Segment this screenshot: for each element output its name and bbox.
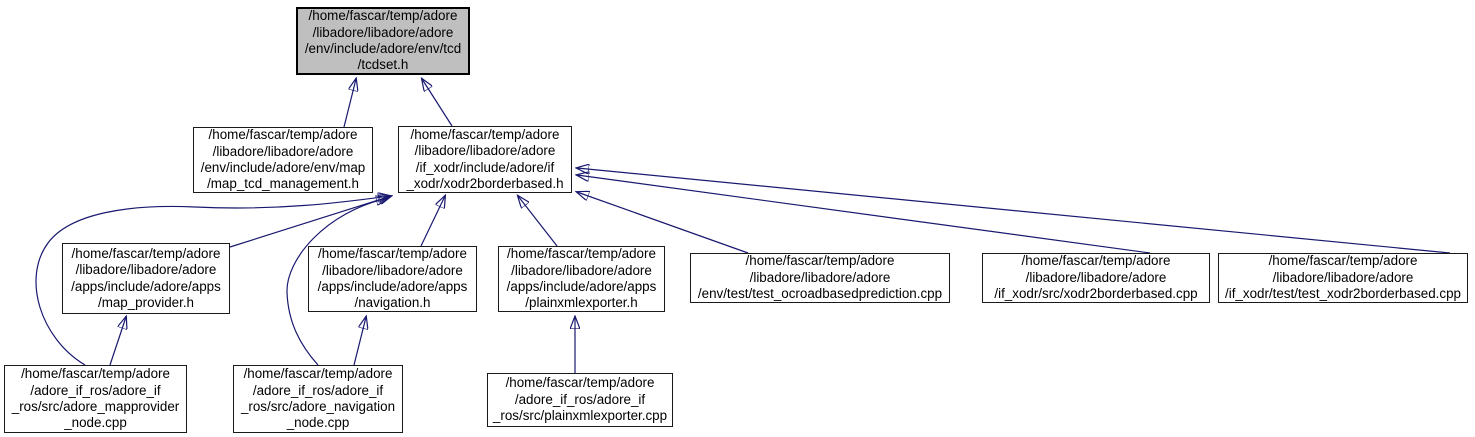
edge-test-ocroadbasedprediction-to-xodr2borderbased-h	[577, 192, 749, 254]
edge-plainxmlexporter-h-to-xodr2borderbased-h	[518, 196, 558, 247]
node-xodr2borderbased-h[interactable]: /home/fascar/temp/adore /libadore/libado…	[398, 126, 572, 193]
node-test-xodr2borderbased-cpp[interactable]: /home/fascar/temp/adore /libadore/libado…	[1218, 253, 1468, 303]
edge-adore-navigation-node-to-navigation	[353, 317, 366, 366]
node-adore-navigation-node-cpp[interactable]: /home/fascar/temp/adore /adore_if_ros/ad…	[233, 365, 403, 433]
edge-xodr2borderbased-cpp-to-xodr2borderbased-h	[577, 175, 1151, 254]
edge-map-tcd-management-to-tcdset	[343, 79, 356, 128]
edge-adore-navigation-node-to-xodr2borderbased-h	[286, 198, 388, 366]
node-map-provider-h[interactable]: /home/fascar/temp/adore /libadore/libado…	[62, 243, 230, 314]
node-adore-mapprovider-node-cpp[interactable]: /home/fascar/temp/adore /adore_if_ros/ad…	[4, 365, 187, 433]
edge-test-xodr2borderbased-cpp-to-xodr2borderbased-h	[577, 168, 1451, 254]
edge-adore-mapprovider-node-to-xodr2borderbased-h	[35, 196, 390, 366]
node-navigation-h[interactable]: /home/fascar/temp/adore /libadore/libado…	[308, 246, 477, 312]
node-map-tcd-management-h[interactable]: /home/fascar/temp/adore /libadore/libado…	[193, 127, 373, 193]
node-plainxmlexporter-cpp[interactable]: /home/fascar/temp/adore /adore_if_ros/ad…	[487, 373, 673, 427]
node-tcdset-h: /home/fascar/temp/adore /libadore/libado…	[296, 7, 470, 75]
node-plainxmlexporter-h[interactable]: /home/fascar/temp/adore /libadore/libado…	[498, 246, 665, 312]
node-xodr2borderbased-cpp[interactable]: /home/fascar/temp/adore /libadore/libado…	[982, 253, 1210, 303]
node-test-ocroadbasedprediction-cpp[interactable]: /home/fascar/temp/adore /libadore/libado…	[690, 253, 950, 303]
edge-adore-mapprovider-node-to-map-provider	[109, 317, 126, 366]
edge-map-provider-to-xodr2borderbased-h	[229, 196, 391, 248]
edge-xodr2borderbased-h-to-tcdset	[422, 79, 453, 127]
edge-navigation-to-xodr2borderbased-h	[420, 196, 445, 247]
